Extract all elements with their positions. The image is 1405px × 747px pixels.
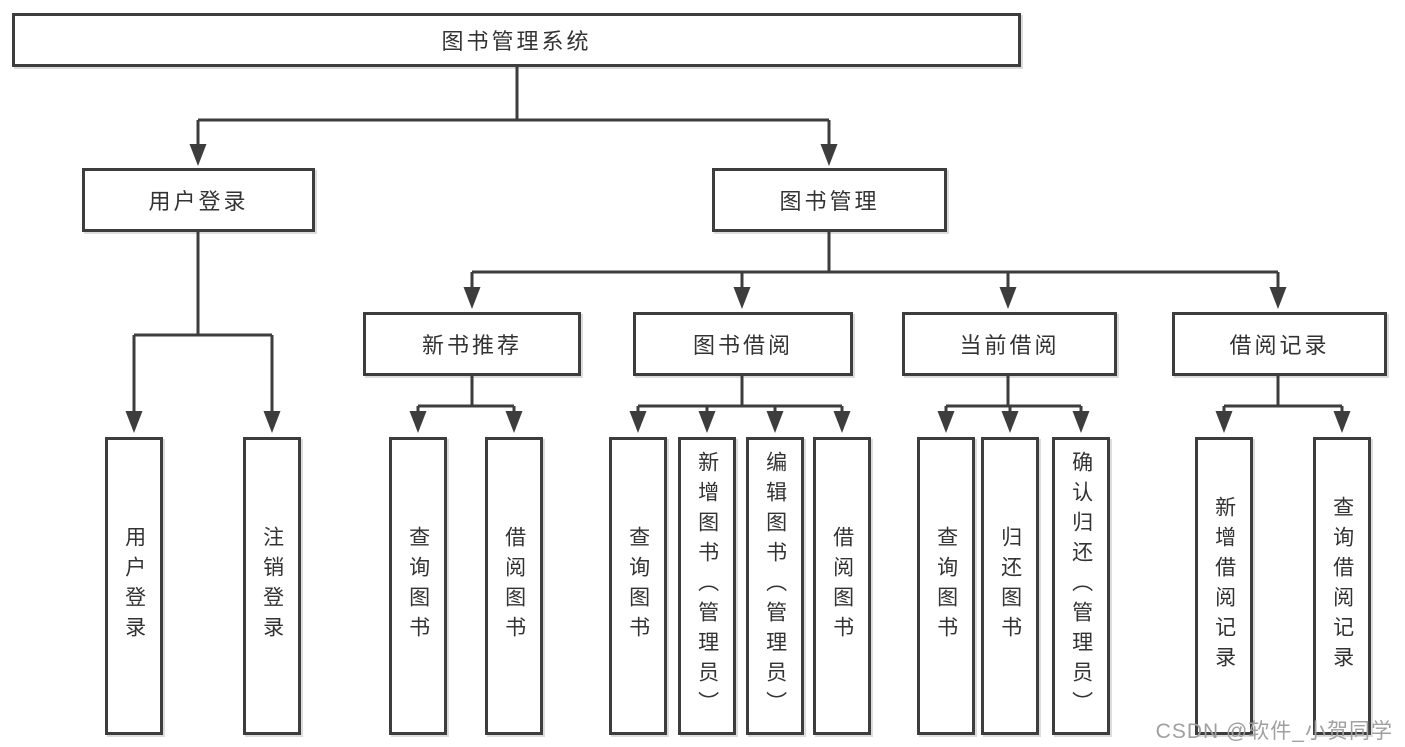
node-edit-book-admin: 编辑图书（管理员） xyxy=(746,437,804,735)
node-query-borrow-record: 查询借阅记录 xyxy=(1313,437,1371,735)
node-add-borrow-record: 新增借阅记录 xyxy=(1195,437,1253,735)
arrowhead-icon xyxy=(1215,411,1233,433)
node-return-book: 归还图书 xyxy=(981,437,1039,735)
arrowhead-icon xyxy=(698,411,716,433)
node-new-book-recommend: 新书推荐 xyxy=(363,312,581,376)
arrowhead-icon xyxy=(263,411,281,433)
arrowhead-icon xyxy=(733,287,751,309)
arrowhead-icon xyxy=(820,144,838,166)
node-query-books-borrowing: 查询图书 xyxy=(609,437,667,735)
arrowhead-icon xyxy=(505,411,523,433)
arrowhead-icon xyxy=(1269,287,1287,309)
node-add-book-admin: 新增图书（管理员） xyxy=(678,437,736,735)
node-logout: 注销登录 xyxy=(243,437,301,735)
arrowhead-icon xyxy=(1001,411,1019,433)
arrowhead-icon xyxy=(189,144,207,166)
node-query-books-current: 查询图书 xyxy=(917,437,975,735)
arrowhead-icon xyxy=(833,411,851,433)
node-root: 图书管理系统 xyxy=(12,13,1021,67)
node-borrow-books-recommend: 借阅图书 xyxy=(485,437,543,735)
arrowheads xyxy=(125,144,1351,433)
tree-edges xyxy=(132,67,1344,412)
arrowhead-icon xyxy=(125,411,143,433)
node-confirm-return-admin: 确认归还（管理员） xyxy=(1052,437,1110,735)
node-user-login-action: 用户登录 xyxy=(105,437,163,735)
arrowhead-icon xyxy=(999,287,1017,309)
arrowhead-icon xyxy=(409,411,427,433)
node-user-login: 用户登录 xyxy=(82,168,315,232)
arrowhead-icon xyxy=(937,411,955,433)
node-current-borrowing: 当前借阅 xyxy=(902,312,1117,376)
arrowhead-icon xyxy=(463,287,481,309)
arrowhead-icon xyxy=(629,411,647,433)
node-book-borrowing: 图书借阅 xyxy=(633,312,853,376)
arrowhead-icon xyxy=(766,411,784,433)
arrowhead-icon xyxy=(1072,411,1090,433)
node-borrow-books-borrowing: 借阅图书 xyxy=(813,437,871,735)
node-borrowing-records: 借阅记录 xyxy=(1172,312,1387,376)
watermark: CSDN @软件_小贺同学 xyxy=(1155,720,1393,743)
arrowhead-icon xyxy=(1333,411,1351,433)
node-book-management: 图书管理 xyxy=(712,168,947,232)
node-query-books-recommend: 查询图书 xyxy=(389,437,447,735)
